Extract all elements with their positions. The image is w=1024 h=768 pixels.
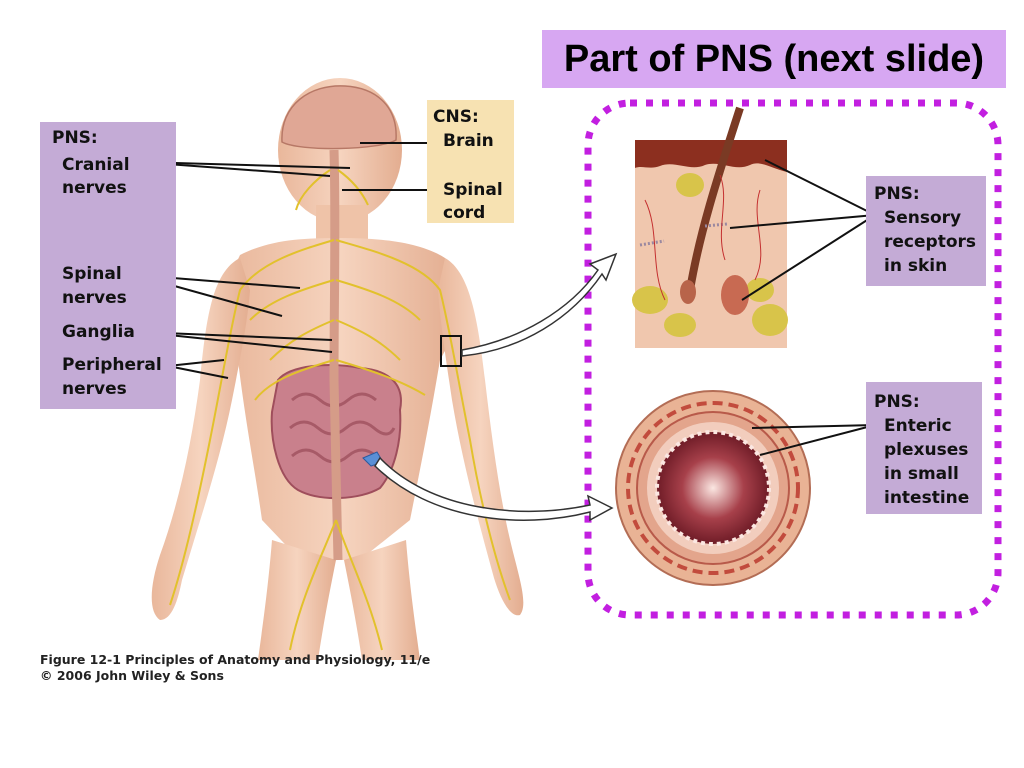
sensory-receptors-label-2: receptors: [884, 232, 976, 252]
spinal-nerves-label-2: nerves: [62, 288, 127, 308]
enteric-plexuses-label-3: in small: [884, 464, 959, 484]
intestine-cross-section: [615, 390, 811, 586]
cns-label-box: [427, 100, 514, 223]
enteric-plexuses-label-4: intestine: [884, 488, 970, 508]
arm-callout-box: [440, 335, 462, 367]
spinal-cord: [329, 149, 343, 561]
spinal-nerves-label-1: Spinal: [62, 264, 122, 284]
nerves: [169, 169, 511, 651]
brain: [281, 85, 397, 150]
brain-label: Brain: [443, 131, 494, 151]
cranial-nerves-label-2: nerves: [62, 178, 127, 198]
right-leader-lines: [729, 159, 876, 456]
skin-cross-section: [632, 106, 788, 348]
cns-heading: CNS:: [433, 107, 479, 127]
sensory-receptors-label-3: in skin: [884, 256, 948, 276]
pns-heading: PNS:: [52, 128, 98, 148]
enteric-plexuses-label-1: Enteric: [884, 416, 952, 436]
caption-line-1: Figure 12-1 Principles of Anatomy and Ph…: [40, 652, 431, 667]
sensory-receptors-label-1: Sensory: [884, 208, 962, 228]
figure-caption: Figure 12-1 Principles of Anatomy and Ph…: [40, 652, 430, 684]
peripheral-nerves-label-1: Peripheral: [62, 355, 162, 375]
spinal-cord-label-1: Spinal: [443, 180, 503, 200]
peripheral-nerves-label-2: nerves: [62, 379, 127, 399]
skin-label-box: [866, 176, 986, 286]
pns-callout-border: [584, 99, 1002, 619]
ganglia-label: Ganglia: [62, 322, 135, 342]
enteric-label-box: [866, 382, 982, 514]
skin-heading: PNS:: [874, 184, 920, 204]
caption-line-2: © 2006 John Wiley & Sons: [40, 668, 224, 683]
pns-label-box: [40, 122, 176, 409]
cranial-nerves-label-1: Cranial: [62, 155, 130, 175]
slide-title: Part of PNS (next slide): [542, 30, 1006, 88]
spinal-cord-label-2: cord: [443, 203, 486, 223]
enteric-plexuses-label-2: plexuses: [884, 440, 969, 460]
callout-arrows: [374, 252, 618, 522]
enteric-heading: PNS:: [874, 392, 920, 412]
